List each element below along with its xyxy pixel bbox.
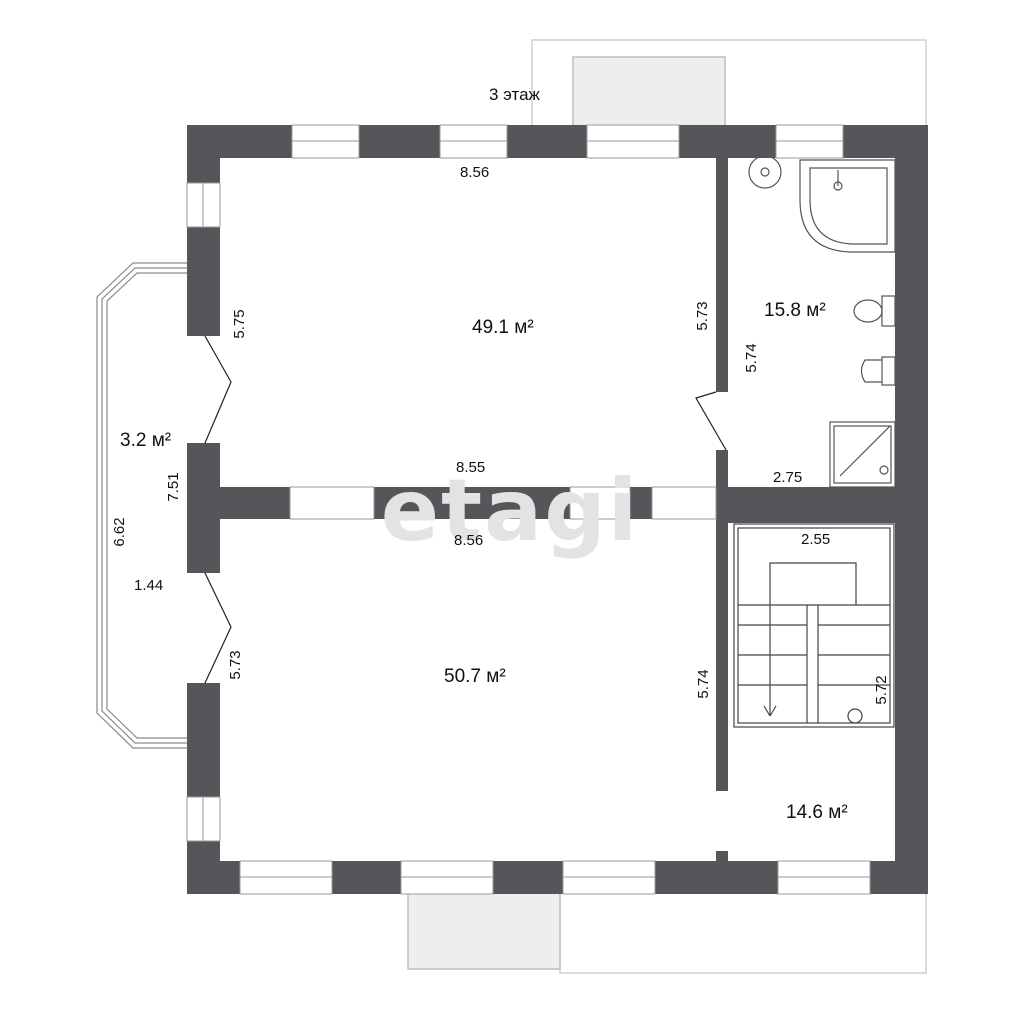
door-icon [695, 391, 727, 451]
dim-bath-left: 5.74 [743, 343, 760, 372]
dim-south-right: 5.74 [695, 669, 712, 698]
balcony-doors [187, 335, 232, 684]
dim-balcony-depth: 1.44 [134, 577, 163, 594]
bathroom-fixtures [748, 155, 896, 488]
dim-north-top: 8.56 [460, 164, 489, 181]
dim-balcony-right: 7.51 [165, 472, 182, 501]
staircase-icon [733, 523, 895, 728]
toilet-icon [853, 295, 896, 327]
sink-icon [748, 155, 782, 189]
corner-bath-icon [799, 159, 896, 253]
dim-stair-right: 5.72 [873, 675, 890, 704]
dim-south-top: 8.56 [454, 532, 483, 549]
terrace-south-slab [407, 892, 561, 970]
door-icon [204, 335, 232, 444]
watermark: etagi [381, 461, 640, 561]
terrace-north-slab [572, 56, 726, 128]
room-area-balcony: 3.2 м² [120, 430, 171, 451]
shower-tray-icon [829, 421, 896, 488]
dim-balcony-left: 6.62 [111, 517, 128, 546]
balcony [96, 262, 189, 749]
dim-north-right: 5.73 [694, 301, 711, 330]
bidet-icon [860, 356, 896, 386]
terrace-south [559, 892, 927, 974]
floor-label: 3 этаж [489, 85, 541, 104]
room-area-bathroom: 15.8 м² [764, 300, 826, 321]
dim-north-left: 5.75 [231, 309, 248, 338]
door-icon [204, 572, 232, 684]
room-area-living-south: 50.7 м² [444, 666, 506, 687]
room-area-living-north: 49.1 м² [472, 317, 534, 338]
dim-south-left: 5.73 [227, 650, 244, 679]
dim-north-bottom: 8.55 [456, 459, 485, 476]
window-lines [202, 140, 870, 878]
room-area-hall: 14.6 м² [786, 802, 848, 823]
dim-bath-bottom: 2.75 [773, 469, 802, 486]
dim-stair-top: 2.55 [801, 531, 830, 548]
middle-openings [289, 486, 717, 520]
